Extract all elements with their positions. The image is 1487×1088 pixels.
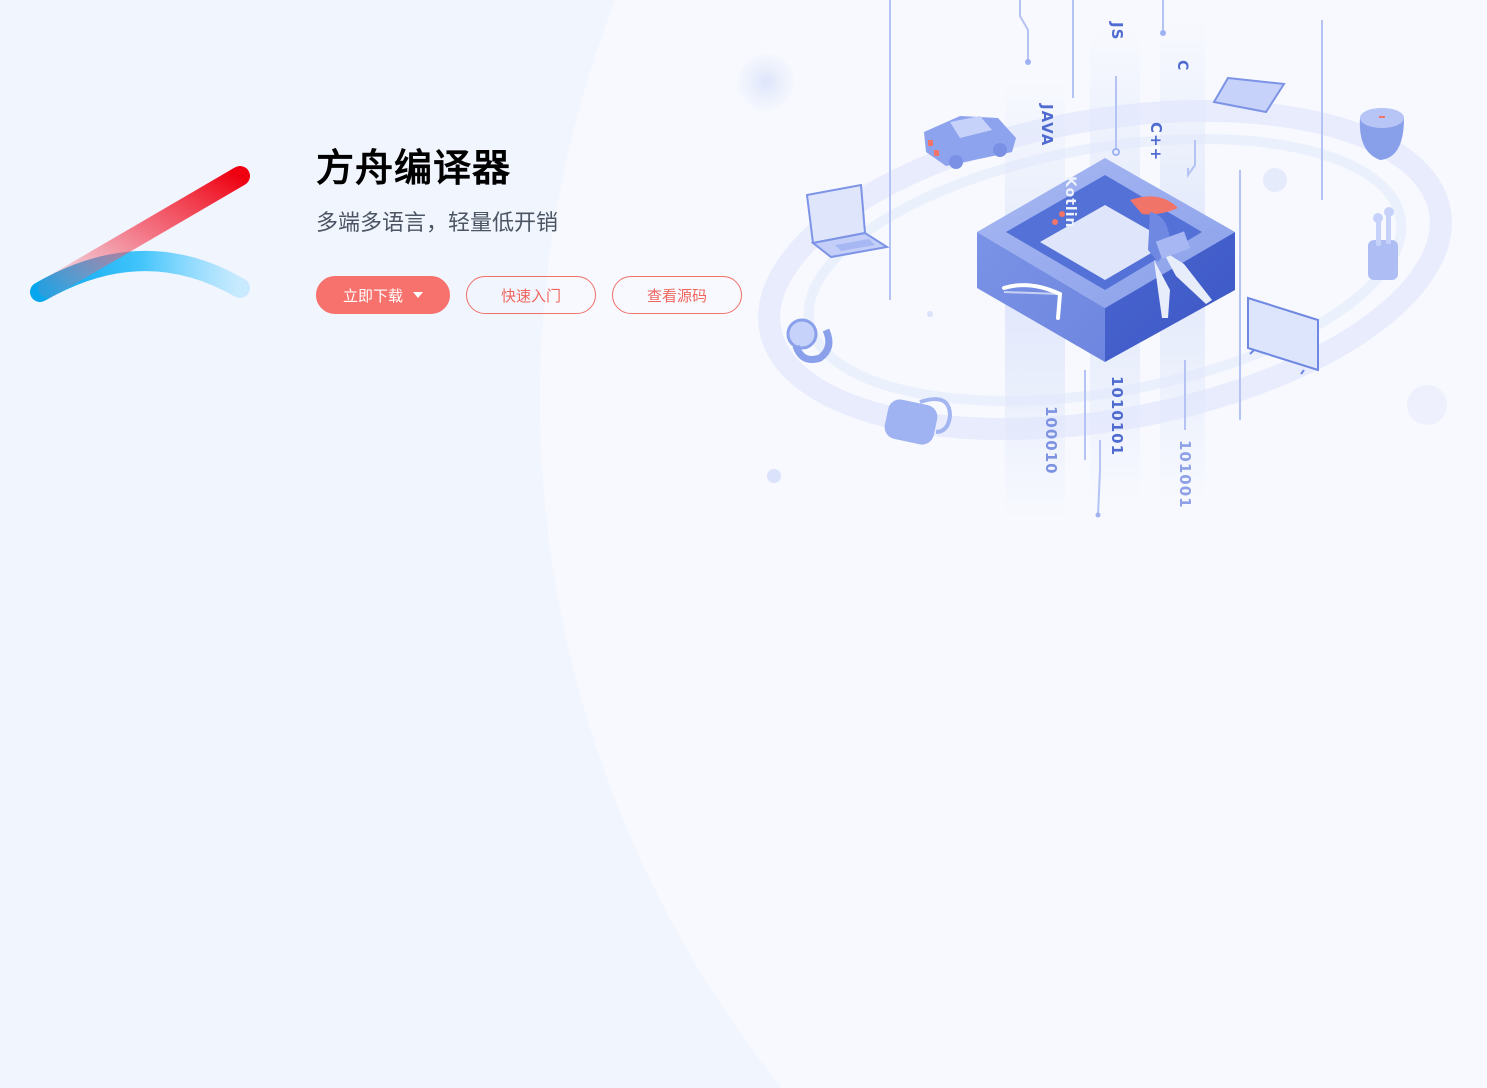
code-label-js: JS [1108,22,1126,41]
ark-compiler-logo-icon [30,166,250,304]
hero-actions: 立即下载 快速入门 查看源码 [316,276,742,314]
isometric-scene-icon [738,0,1452,520]
download-button-label: 立即下载 [342,286,403,305]
page-subtitle: 多端多语言，轻量低开销 [316,211,559,236]
view-source-button-label: 查看源码 [646,286,707,305]
code-label-c: C [1174,60,1190,72]
code-label-cpp: C++ [1147,122,1165,162]
code-label-binary-1: 1010101 [1108,376,1126,457]
quickstart-button[interactable]: 快速入门 [466,276,596,314]
code-label-binary-2: 100010 [1042,406,1060,475]
quickstart-button-label: 快速入门 [500,286,561,305]
view-source-button[interactable]: 查看源码 [612,276,742,314]
hero-section: 方舟编译器 多端多语言，轻量低开销 立即下载 快速入门 查看源码 [316,140,742,314]
code-label-kotlin: Kotlin [1062,176,1078,229]
download-button[interactable]: 立即下载 [316,276,450,314]
hero-illustration: JS C JAVA C++ Kotlin 1010101 100010 1010… [730,0,1487,544]
page-title: 方舟编译器 [316,146,512,190]
code-label-binary-3: 101001 [1176,440,1194,509]
caret-down-icon [413,292,423,298]
code-label-java: JAVA [1038,104,1056,147]
